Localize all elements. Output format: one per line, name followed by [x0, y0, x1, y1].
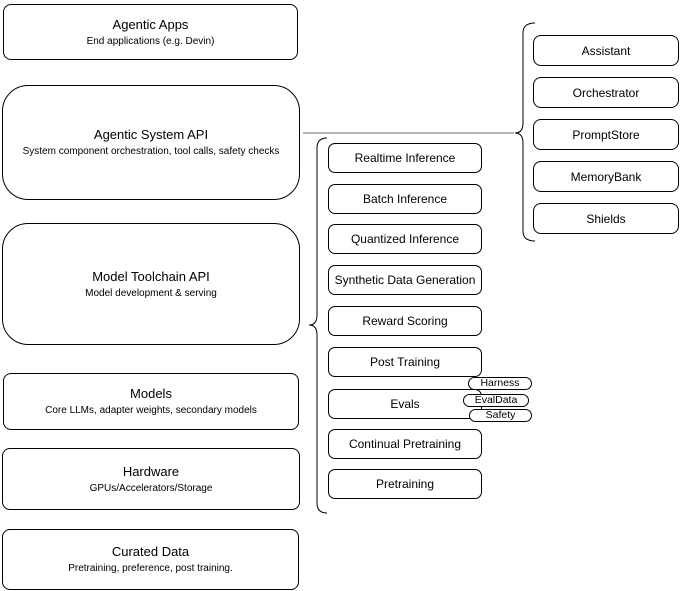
node-evals: Evals — [328, 389, 482, 419]
node-title: Curated Data — [111, 544, 190, 559]
node-model-toolchain-api: Model Toolchain API Model development & … — [2, 223, 300, 345]
node-pretraining: Pretraining — [328, 469, 482, 499]
node-evals-harness-tag: Harness — [468, 377, 532, 390]
node-title: Models — [130, 386, 172, 401]
node-subtitle: Core LLMs, adapter weights, secondary mo… — [45, 405, 257, 416]
node-curated-data: Curated Data Pretraining, preference, po… — [2, 529, 299, 590]
node-shields: Shields — [533, 203, 679, 234]
node-subtitle: System component orchestration, tool cal… — [22, 146, 280, 157]
node-title: Hardware — [122, 463, 180, 479]
node-agentic-system-api: Agentic System API System component orch… — [2, 85, 300, 200]
node-hardware: Hardware GPUs/Accelerators/Storage — [2, 448, 300, 510]
node-post-training: Post Training — [328, 347, 482, 377]
node-title: Agentic Apps — [112, 16, 189, 32]
node-quantized-inference: Quantized Inference — [328, 224, 482, 254]
node-realtime-inference: Realtime Inference — [328, 143, 482, 173]
node-assistant: Assistant — [533, 35, 679, 66]
node-reward-scoring: Reward Scoring — [328, 306, 482, 336]
node-orchestrator: Orchestrator — [533, 77, 679, 108]
node-synthetic-data-generation: Synthetic Data Generation — [328, 265, 482, 295]
node-batch-inference: Batch Inference — [328, 184, 482, 214]
node-subtitle: End applications (e.g. Devin) — [86, 35, 215, 47]
node-subtitle: Model development & serving — [85, 287, 217, 299]
components-curly-brace — [514, 22, 536, 242]
node-continual-pretraining: Continual Pretraining — [328, 429, 482, 459]
node-subtitle: Pretraining, preference, post training. — [68, 563, 233, 574]
toolchain-curly-brace — [308, 137, 328, 514]
node-models: Models Core LLMs, adapter weights, secon… — [3, 373, 299, 430]
node-agentic-apps: Agentic Apps End applications (e.g. Devi… — [3, 4, 298, 60]
node-title: Model Toolchain API — [92, 268, 210, 284]
node-evals-safety-tag: Safety — [469, 409, 532, 422]
node-promptstore: PromptStore — [533, 119, 679, 150]
node-subtitle: GPUs/Accelerators/Storage — [89, 482, 213, 494]
node-title: Agentic System API — [93, 127, 209, 142]
node-memorybank: MemoryBank — [533, 161, 679, 192]
node-evals-evaldata-tag: EvalData — [463, 394, 529, 407]
